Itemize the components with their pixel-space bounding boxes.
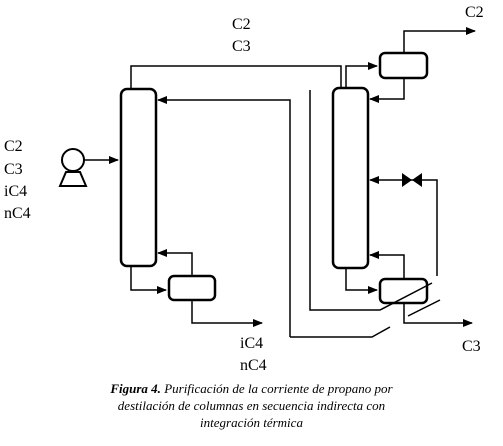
caption-line-2: destilación de columnas en secuencia ind… — [117, 398, 386, 413]
reboiler-2 — [378, 277, 429, 305]
figure-label: Figura 4. — [110, 381, 161, 396]
bottoms-label-ic4: iC4 — [240, 335, 263, 352]
condenser2-reflux-line — [369, 78, 405, 103]
column1-overhead-label-c3: C3 — [232, 38, 251, 55]
caption-line-3: integración térmica — [200, 415, 303, 430]
column1-overhead-label-c2: C2 — [232, 16, 251, 33]
feed-label-nc4: nC4 — [4, 205, 31, 222]
reboiler1-return-line — [157, 249, 193, 276]
feed-pump-icon — [58, 148, 88, 187]
bottom-product-label: C3 — [462, 338, 481, 355]
bottoms-product-line — [191, 300, 263, 327]
distillate-line — [403, 27, 476, 53]
column1-bottoms-line — [130, 266, 167, 294]
bottoms-label-nc4: nC4 — [240, 357, 267, 374]
column2-vapor-line — [345, 62, 378, 88]
feed-label-ic4: iC4 — [4, 183, 27, 200]
caption-line-1: Purificación de la corriente de propano … — [164, 381, 393, 396]
column2-bottoms-line — [345, 268, 378, 294]
heat-exchange-diagonal — [407, 299, 441, 317]
reflux-line — [157, 96, 291, 337]
heat-integration-return — [290, 326, 391, 338]
column-1 — [119, 87, 158, 268]
valve-icon — [402, 173, 422, 187]
feed-label-c2: C2 — [4, 138, 23, 155]
c3-product-line — [403, 303, 473, 327]
heat-integration-line — [309, 90, 433, 311]
column1-overhead-line — [130, 65, 342, 89]
top-product-label: C2 — [465, 4, 484, 21]
figure-caption: Figura 4. Purificación de la corriente d… — [0, 380, 503, 431]
process-flow-diagram: C2 C3 iC4 nC4 C2 C3 iC4 nC4 C2 C3 — [4, 4, 484, 374]
side-loop-line — [369, 176, 438, 276]
feed-label-c3: C3 — [4, 161, 23, 178]
reboiler2-return-line — [369, 251, 405, 279]
column-2 — [331, 86, 370, 270]
condenser-2 — [378, 51, 429, 80]
reboiler-1 — [167, 274, 217, 302]
